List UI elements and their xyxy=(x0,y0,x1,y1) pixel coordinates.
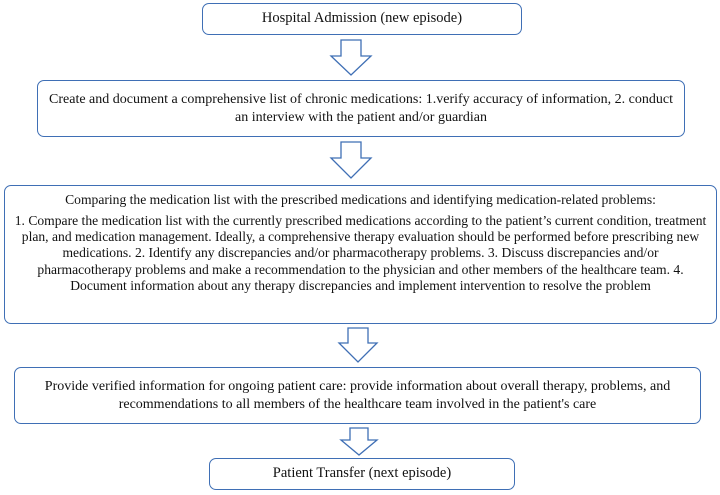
step-hospital-admission: Hospital Admission (new episode) xyxy=(202,3,522,35)
step-compare-body: 1. Compare the medication list with the … xyxy=(14,212,707,293)
step-provide-verified-information-text: Provide verified information for ongoing… xyxy=(44,379,671,412)
step-create-medication-list-text: Create and document a comprehensive list… xyxy=(49,92,673,125)
step-provide-verified-information: Provide verified information for ongoing… xyxy=(14,367,701,424)
down-arrow-3 xyxy=(337,327,379,363)
down-arrow-4 xyxy=(339,427,379,456)
step-compare-heading: Comparing the medication list with the p… xyxy=(65,192,656,207)
step-patient-transfer: Patient Transfer (next episode) xyxy=(209,458,515,490)
step-compare-medications: Comparing the medication list with the p… xyxy=(4,185,717,324)
step-create-medication-list: Create and document a comprehensive list… xyxy=(37,80,685,137)
down-arrow-2 xyxy=(329,141,373,179)
step-patient-transfer-text: Patient Transfer (next episode) xyxy=(272,465,452,482)
step-hospital-admission-text: Hospital Admission (new episode) xyxy=(261,10,463,27)
down-arrow-1 xyxy=(329,39,373,76)
